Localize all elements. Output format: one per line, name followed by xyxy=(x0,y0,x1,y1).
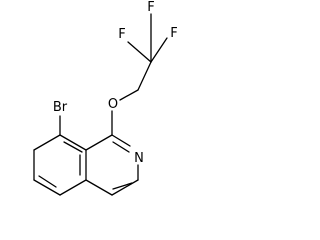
trifluoroethoxy-chain xyxy=(111,13,168,136)
double-bond-inner xyxy=(38,175,57,188)
bond xyxy=(111,179,139,196)
bond xyxy=(85,134,113,151)
bond xyxy=(111,134,131,147)
bond xyxy=(59,134,87,151)
bromine-label: Br xyxy=(53,100,68,115)
fluorine-label-top-right: F xyxy=(147,0,154,15)
bond xyxy=(127,41,152,63)
oxygen-label: O xyxy=(108,97,118,112)
pyridine-ring xyxy=(85,134,139,196)
benzene-ring xyxy=(33,134,87,196)
bond xyxy=(33,179,61,196)
fluorine-label-top-left: F xyxy=(118,27,125,42)
bond xyxy=(59,179,87,196)
bond xyxy=(150,37,168,63)
chemical-structure: Br O N F F F xyxy=(33,0,178,196)
fluorine-label-right: F xyxy=(170,26,177,41)
double-bond-inner xyxy=(63,141,83,153)
bond xyxy=(119,89,139,101)
bond xyxy=(85,179,113,196)
double-bond-inner xyxy=(112,182,133,190)
bond xyxy=(33,134,61,151)
nitrogen-label: N xyxy=(134,151,144,166)
double-bond-inner xyxy=(112,141,130,153)
bond xyxy=(137,61,152,91)
